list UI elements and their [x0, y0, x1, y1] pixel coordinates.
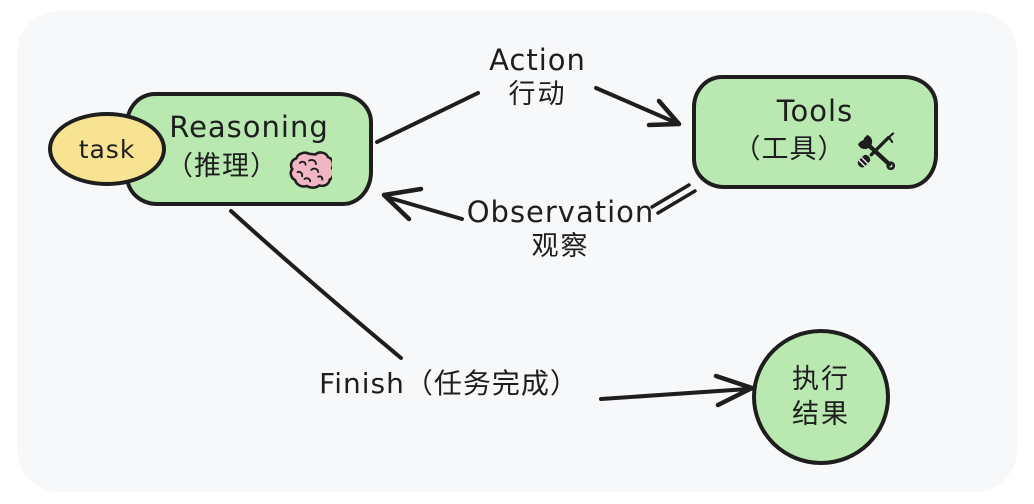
- result-node: 执行 结果: [752, 329, 890, 465]
- action-label-en: Action: [489, 43, 586, 77]
- tools-node: Tools （工具）: [692, 75, 938, 189]
- observation-label-zh: 观察: [531, 231, 590, 263]
- task-node: task: [48, 112, 166, 186]
- action-edge-label: Action 行动: [455, 44, 620, 111]
- action-label-zh: 行动: [508, 79, 567, 111]
- wrench-screwdriver-icon: [857, 132, 895, 171]
- reasoning-node: Reasoning （推理）: [125, 92, 373, 206]
- observation-edge-label: Observation 观察: [448, 196, 673, 263]
- observation-label-en: Observation: [466, 195, 655, 229]
- result-line1: 执行: [792, 363, 850, 395]
- result-line2: 结果: [792, 399, 850, 430]
- reasoning-subtitle: （推理）: [166, 150, 278, 182]
- task-label: task: [78, 134, 136, 164]
- tools-subtitle: （工具）: [733, 133, 846, 165]
- brain-icon: [289, 151, 332, 190]
- tools-title: Tools: [776, 93, 854, 128]
- reasoning-title: Reasoning: [169, 109, 329, 144]
- finish-edge-label: Finish（任务完成）: [319, 367, 579, 400]
